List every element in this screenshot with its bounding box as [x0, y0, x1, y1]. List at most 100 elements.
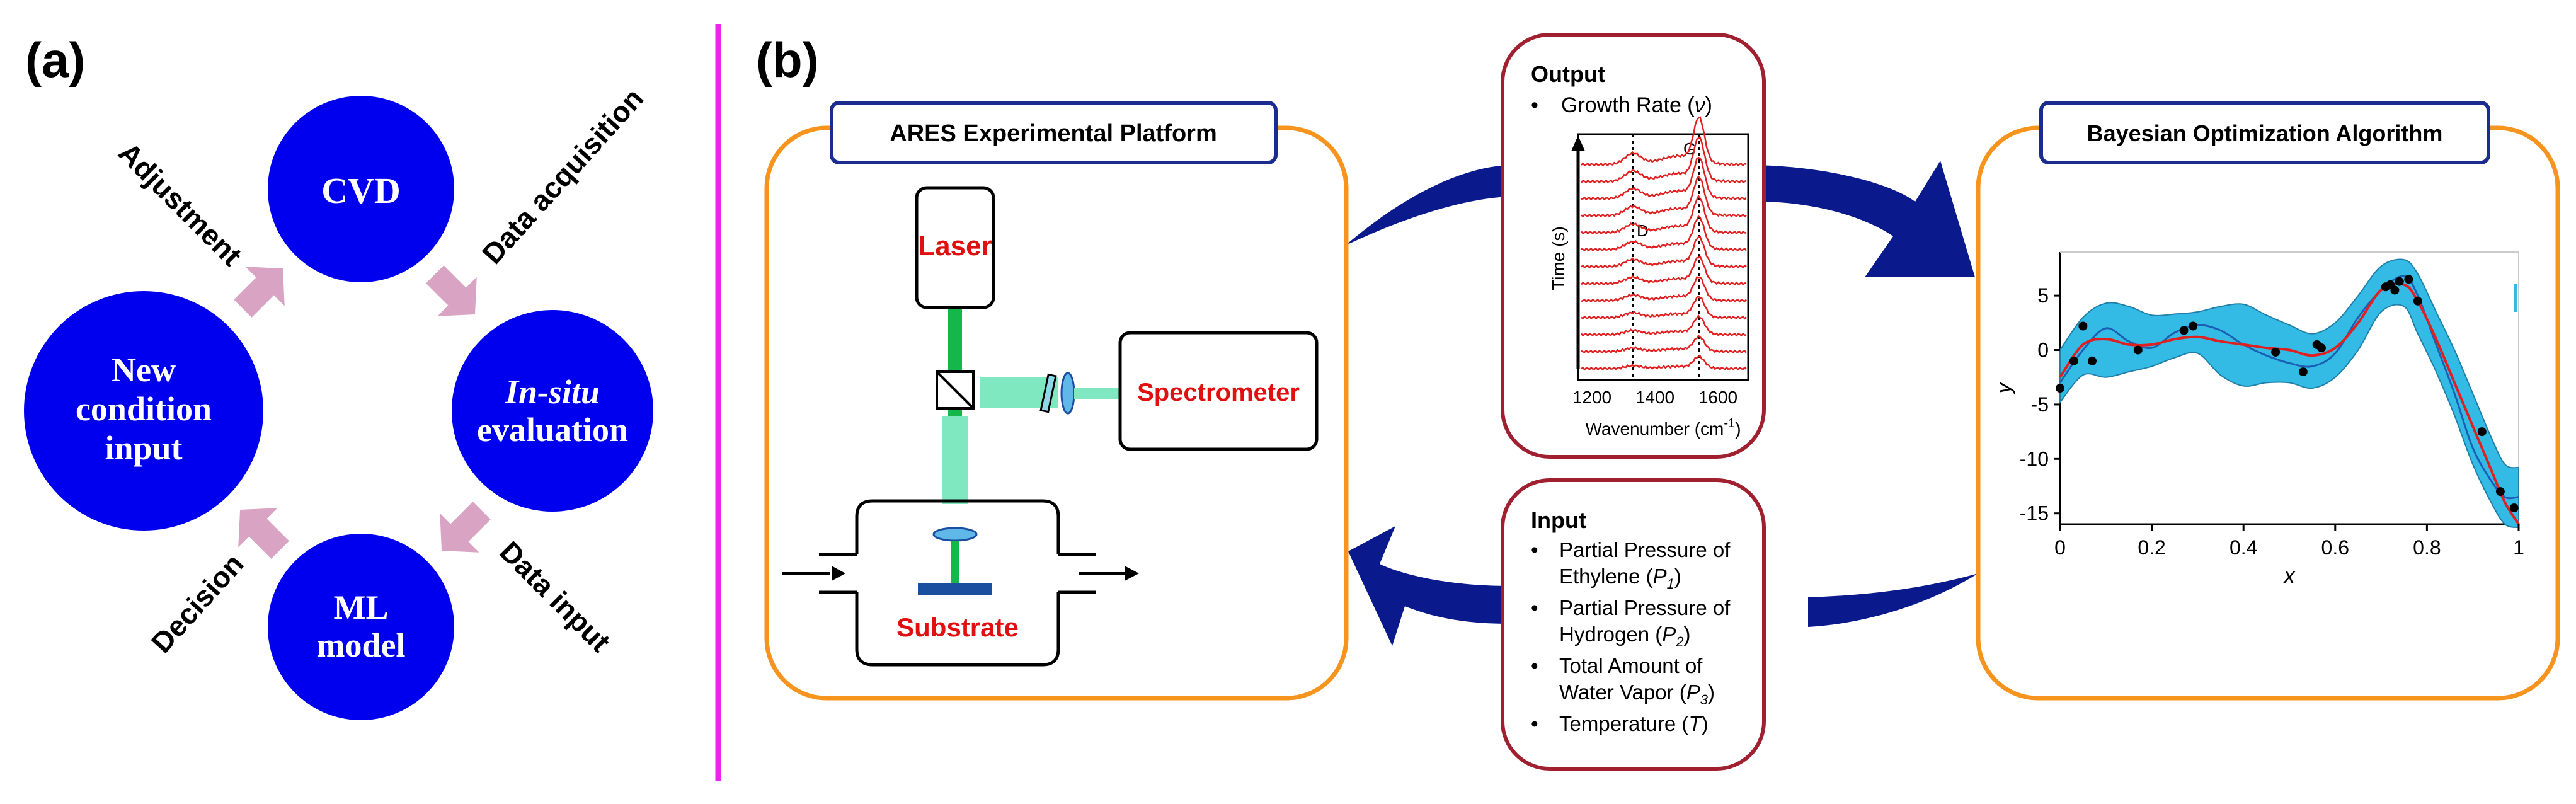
panel-a-label: (a): [25, 32, 85, 88]
observed-point: [2087, 356, 2097, 365]
mean-prediction-line: [2059, 282, 2520, 525]
input-item-3-line2: Water Vapor (P3): [1559, 681, 1715, 708]
input-bullet-2: •: [1531, 596, 1538, 619]
spectrum-trace: [1581, 175, 1747, 218]
substrate-plate: [918, 583, 992, 595]
y-tick-label: -5: [2031, 393, 2049, 416]
x-tick-label: 0.6: [2321, 536, 2349, 559]
ml-node-label-2: model: [317, 626, 406, 664]
spectrum-trace: [1581, 295, 1747, 320]
new-condition-node: [24, 291, 263, 531]
gas-outlet-arrow: [1079, 566, 1139, 581]
insitu-evaluation-node: [452, 310, 653, 512]
observed-point: [2179, 326, 2189, 335]
new-cond-label-2: condition: [76, 390, 212, 428]
optical-filter: [1039, 373, 1057, 413]
observed-point: [2316, 343, 2326, 353]
bo-y-ticks: 5 0 -5 -10 -15: [2020, 284, 2060, 525]
bo-title-box: [2039, 101, 2490, 164]
observed-points: [2056, 275, 2519, 513]
bo-ylabel: y: [1992, 382, 2016, 395]
input-item-2-line2: Hydrogen (P2): [1559, 623, 1691, 650]
spectrum-trace: [1581, 255, 1747, 286]
panel-a: (a) CVD In-situ evaluation ML model New …: [24, 32, 653, 720]
input-title: Input: [1531, 507, 1586, 533]
input-item-2-line1: Partial Pressure of: [1559, 596, 1731, 619]
spectrum-xtick-1600: 1600: [1698, 388, 1737, 407]
laser-label: Laser: [918, 231, 992, 261]
spectrum-curves: [1581, 116, 1747, 371]
cvd-node-label: CVD: [321, 170, 401, 211]
observed-point: [2271, 347, 2281, 357]
y-tick-label: -10: [2020, 447, 2049, 470]
edge-label-adjustment: Adjustment: [112, 136, 248, 272]
spectrum-trace: [1581, 194, 1747, 235]
substrate-label: Substrate: [896, 612, 1019, 642]
edge-label-data-acquisition: Data acquisition: [476, 82, 650, 270]
observed-point: [2298, 367, 2308, 377]
spectrometer-box: [1118, 331, 1319, 451]
y-tick-label: -15: [2020, 502, 2049, 525]
focusing-lens: [932, 527, 978, 542]
output-title: Output: [1531, 61, 1605, 87]
new-cond-label-3: input: [105, 429, 182, 467]
spectrum-xtick-1400: 1400: [1635, 388, 1674, 407]
arrow-cvd-to-insitu: [426, 265, 477, 316]
reaction-chamber: [855, 499, 1060, 667]
spectrum-trace: [1581, 235, 1747, 269]
true-function-line: [2059, 275, 2519, 500]
bo-plot: 0 0.2 0.4 0.6 0.8 1 5 0 -5 -10 -15 x y: [1992, 251, 2524, 588]
panel-b-label: (b): [756, 32, 819, 88]
spectrum-trace: [1581, 276, 1747, 303]
observed-point: [2390, 285, 2400, 295]
collection-lens: [1060, 372, 1075, 415]
observed-point: [2133, 345, 2143, 355]
arrow-newcond-to-cvd: [234, 267, 285, 318]
spectrum-trace: [1581, 136, 1747, 184]
arrow-ml-to-newcond: [238, 508, 289, 559]
x-tick-label: 0.4: [2230, 536, 2257, 559]
laser-beam-focus: [951, 541, 959, 583]
observed-point: [2477, 427, 2487, 437]
spectrometer-label: Spectrometer: [1137, 379, 1300, 406]
edge-label-data-input: Data input: [493, 535, 617, 658]
arrow-input-to-platform: [1348, 526, 1509, 646]
arrow-insitu-to-ml: [440, 502, 491, 553]
spectrum-trace: [1581, 355, 1747, 371]
bo-x-ticks: 0 0.2 0.4 0.6 0.8 1: [2054, 524, 2524, 559]
spectrum-trace: [1581, 116, 1747, 167]
x-tick-label: 0.2: [2138, 536, 2165, 559]
spectrum-trace: [1581, 334, 1747, 354]
bo-xlabel: x: [2283, 564, 2296, 588]
bo-title: Bayesian Optimization Algorithm: [2087, 120, 2443, 146]
insitu-node-label-italic: In-situ: [505, 373, 600, 411]
input-item-4: Temperature (T): [1559, 712, 1709, 735]
input-item-1-line2: Ethylene (P1): [1559, 565, 1681, 592]
ml-node-label-1: ML: [334, 589, 389, 626]
observed-point: [2189, 321, 2198, 331]
input-item-3-line1: Total Amount of: [1559, 654, 1703, 677]
ml-model-node: [268, 534, 454, 720]
y-tick-label: 5: [2037, 284, 2049, 307]
platform-title: ARES Experimental Platform: [890, 120, 1216, 147]
arrow-platform-to-output: [1345, 165, 1509, 246]
observed-point: [2509, 503, 2519, 513]
y-tick-label: 0: [2037, 339, 2049, 362]
raman-spectrum-chart: D G Time (s) 1200 1400 1600 Wavenumber (…: [1548, 116, 1749, 439]
beam-splitter-diagonal: [936, 370, 975, 410]
spectrum-xlabel: Wavenumber (cm-1): [1585, 416, 1741, 439]
observed-point: [2395, 277, 2404, 286]
output-item: Growth Rate (ν): [1561, 93, 1712, 117]
laser-box: [915, 186, 995, 309]
platform-title-box: [830, 101, 1278, 164]
x-tick-label: 0: [2054, 536, 2066, 559]
panel-b: (b) ARES Experimental Platform Laser Spe…: [756, 32, 2560, 771]
spectrum-trace: [1581, 314, 1747, 337]
x-tick-label: 0.8: [2413, 536, 2441, 559]
observed-point: [2404, 275, 2413, 284]
spectrum-time-arrowhead: [1571, 135, 1585, 151]
insitu-node-label: evaluation: [477, 411, 628, 449]
x-tick-label: 1: [2513, 536, 2524, 559]
output-bullet: •: [1531, 93, 1538, 117]
